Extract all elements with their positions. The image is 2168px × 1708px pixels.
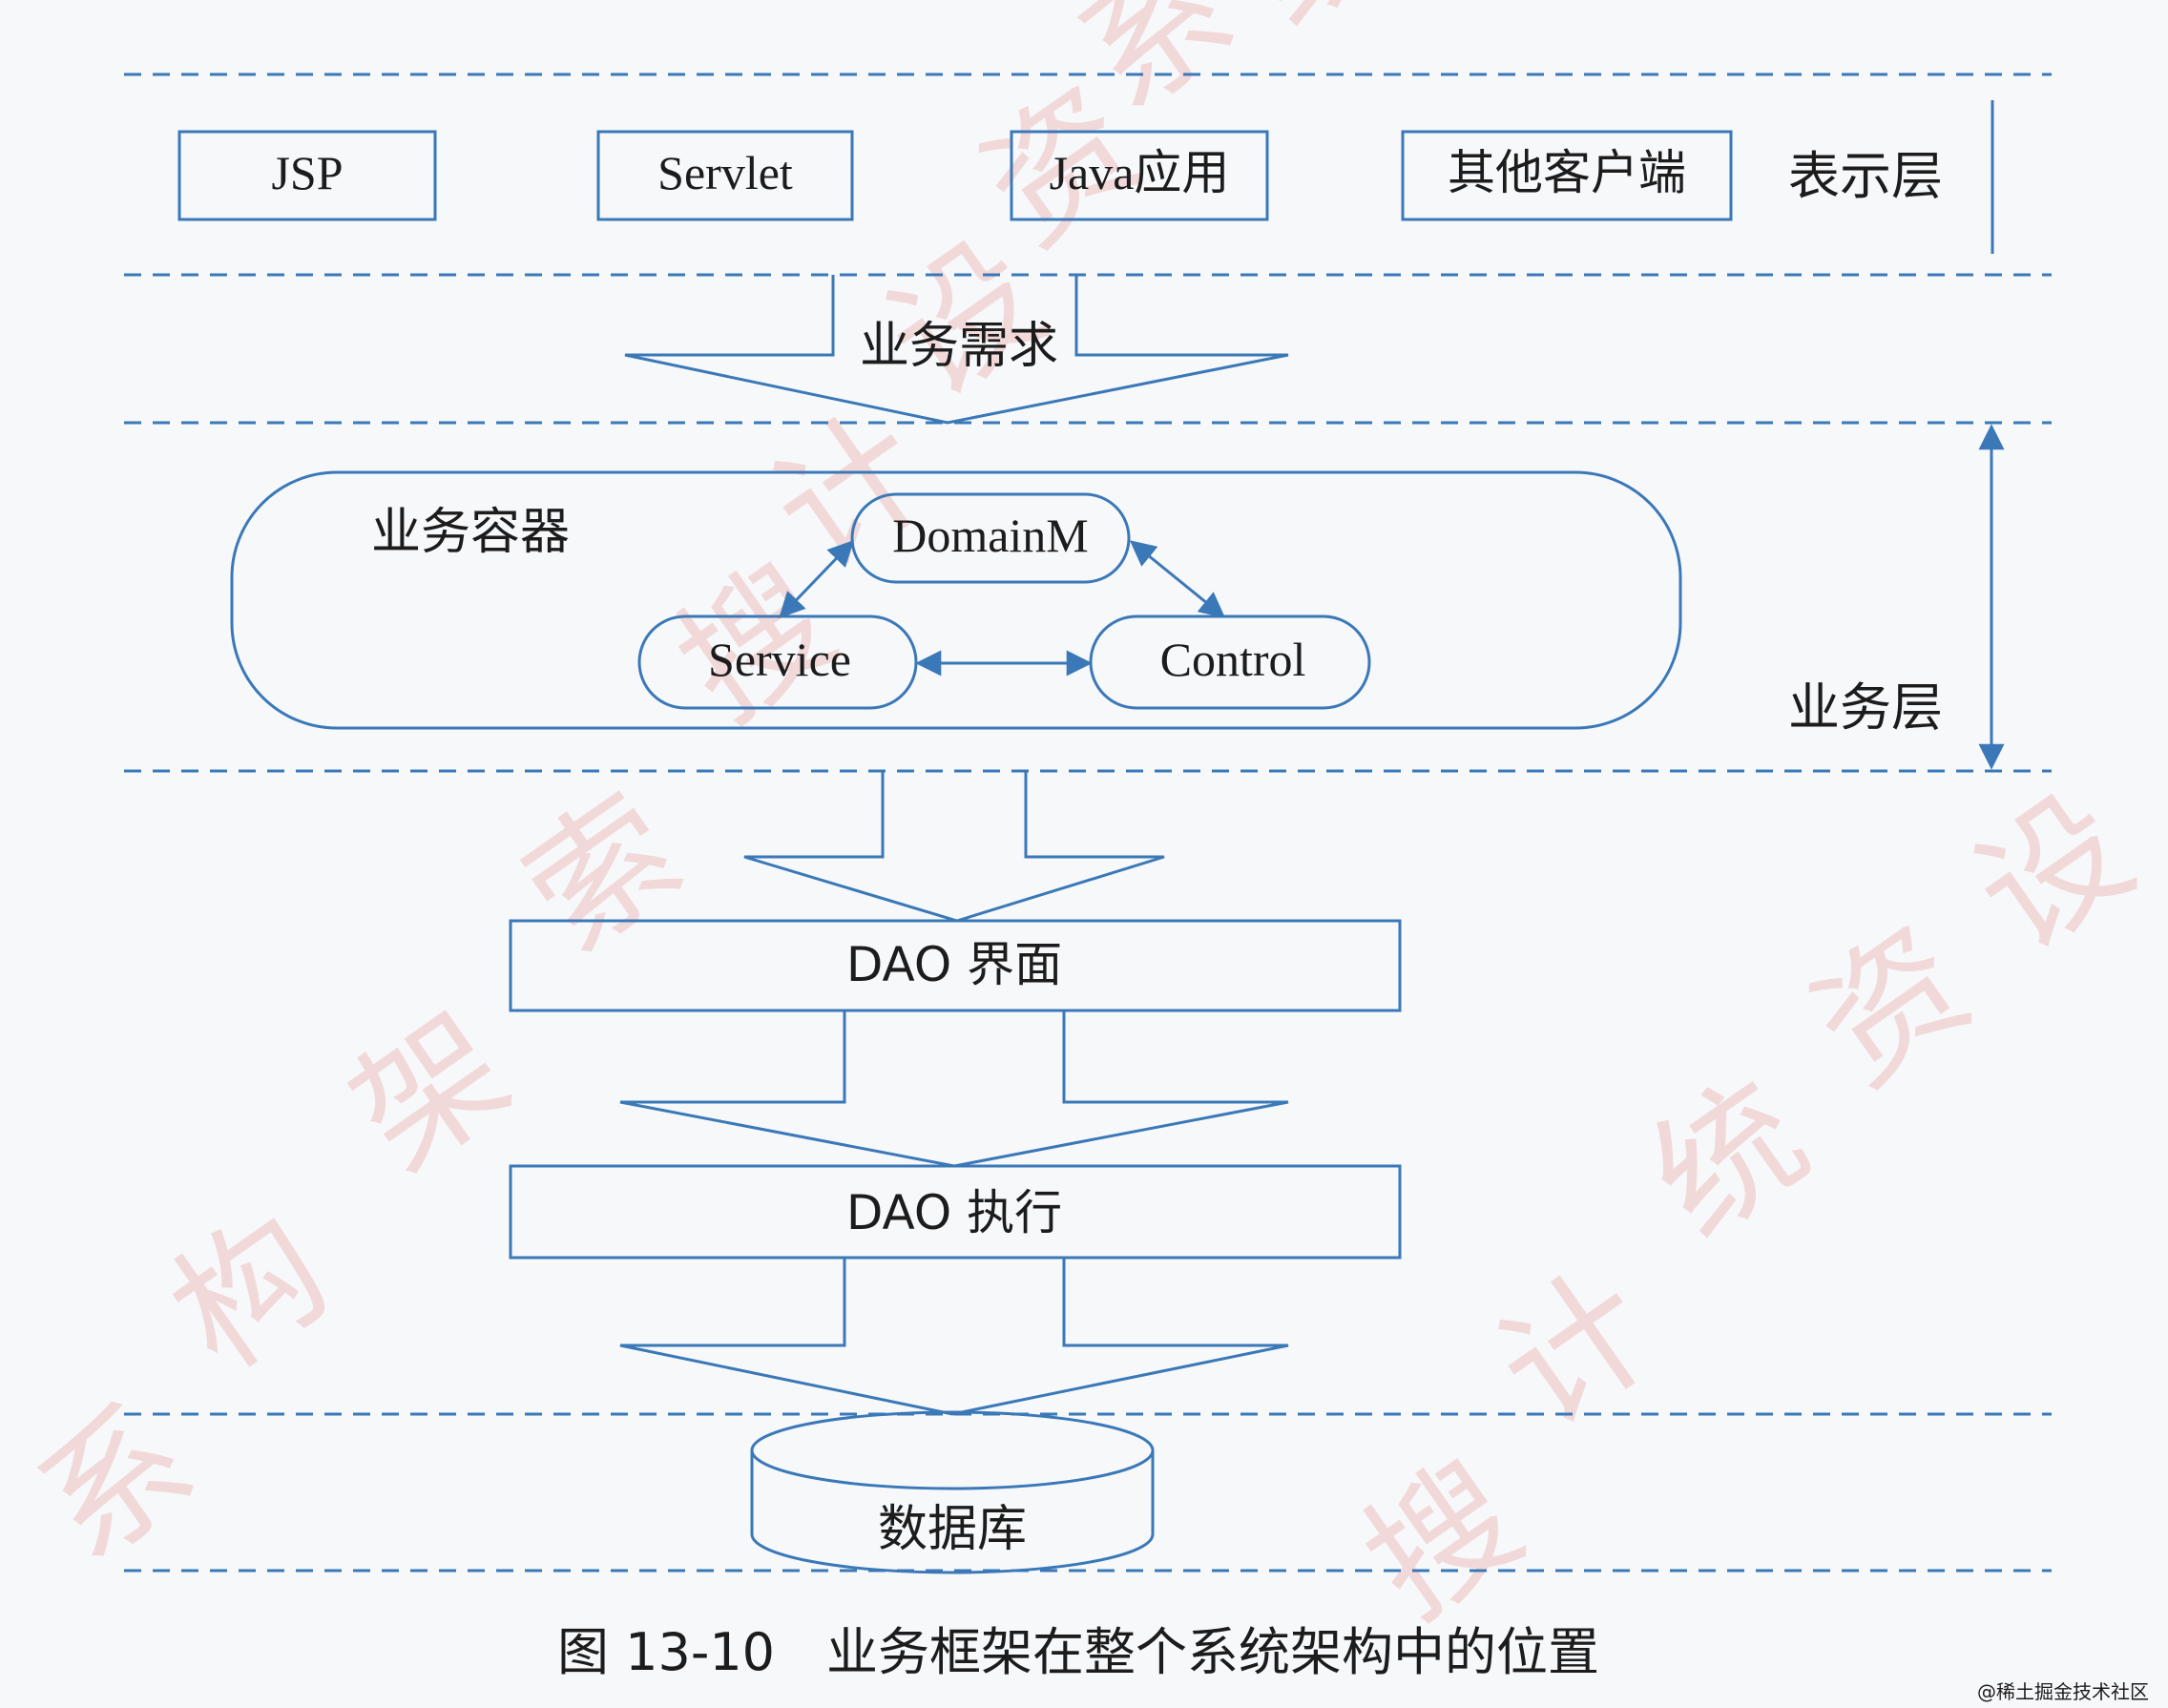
- background-watermark: 系统资设计搜索架构系统资设计搜: [10, 0, 2160, 1650]
- domain-service-arrow: [779, 540, 854, 618]
- business-container-label: 业务容器: [371, 504, 570, 561]
- site-watermark: @稀土掘金技术社区: [1977, 1680, 2149, 1703]
- business-request-label: 业务需求: [860, 318, 1058, 375]
- watermark-glyph: 搜: [1337, 1432, 1550, 1651]
- business-container: [230, 470, 1682, 730]
- client-label-jsp: JSP: [271, 146, 343, 199]
- dao-interface-box: [509, 919, 1402, 1012]
- database-cylinder: [750, 1410, 1155, 1574]
- client-label-other: 其他客户端: [1448, 145, 1686, 200]
- database-label: 数据库: [878, 1501, 1027, 1558]
- watermark-glyph: 系: [10, 1375, 223, 1593]
- client-box-servlet: [596, 130, 854, 221]
- figure-caption: 图 13-10 业务框架在整个系统架构中的位置: [557, 1622, 1599, 1682]
- dao-execution-box: [509, 1164, 1402, 1260]
- business-layer-label: 业务层: [1788, 677, 1943, 738]
- watermark-glyph: 资: [1785, 898, 1998, 1116]
- watermark-glyph: 统: [1623, 1051, 1836, 1269]
- client-box-jsp: [177, 130, 437, 221]
- domain-control-arrow: [1129, 540, 1226, 618]
- control-node-label: Control: [1160, 633, 1306, 686]
- business-request-arrow: [624, 275, 1289, 425]
- presentation-layer-label: 表示层: [1788, 146, 1943, 206]
- to-dao-execution-arrow: [619, 1010, 1289, 1168]
- watermark-glyph: 架: [325, 984, 538, 1202]
- dao-interface-label: DAO 界面: [846, 937, 1062, 992]
- watermark-glyph: 设: [1948, 764, 2160, 983]
- to-database-arrow: [619, 1258, 1289, 1416]
- client-box-other: [1401, 130, 1733, 221]
- service-node-label: Service: [708, 633, 851, 686]
- watermark-glyph: 索: [497, 764, 710, 983]
- client-label-servlet: Servlet: [657, 146, 793, 199]
- domain-node: [850, 492, 1131, 584]
- watermark-glyph: 构: [144, 1184, 357, 1403]
- client-box-java: [1010, 130, 1269, 221]
- watermark-glyph: 计: [1470, 1241, 1683, 1460]
- to-dao-interface-arrow: [743, 771, 1165, 923]
- dao-execution-label: DAO 执行: [846, 1185, 1062, 1240]
- client-label-java: Java应用: [1050, 146, 1230, 199]
- domain-node-label: DomainM: [892, 509, 1089, 562]
